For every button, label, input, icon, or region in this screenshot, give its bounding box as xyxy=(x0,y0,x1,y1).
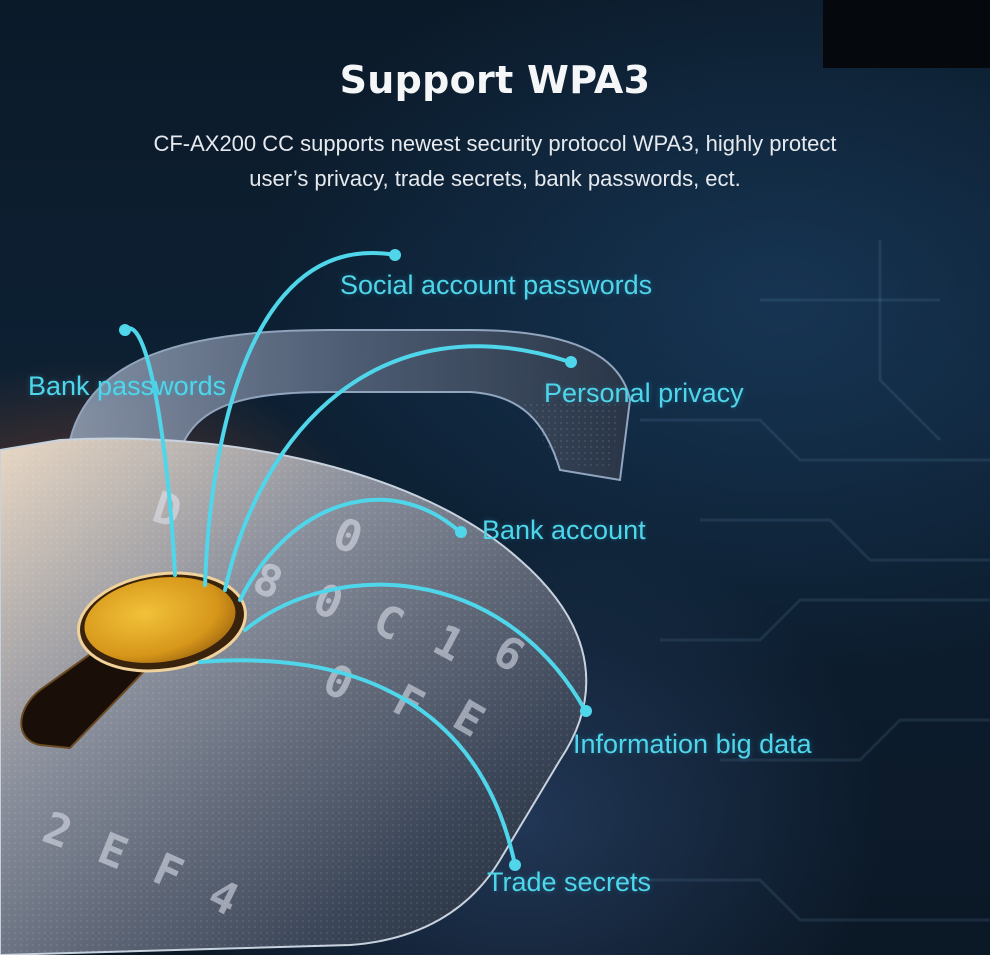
connector-lines xyxy=(123,251,587,867)
label-social-account-passwords: Social account passwords xyxy=(340,270,653,300)
label-personal-privacy: Personal privacy xyxy=(544,378,744,408)
subtitle-line-2: user’s privacy, trade secrets, bank pass… xyxy=(249,166,741,191)
padlock-shackle xyxy=(68,329,632,482)
page-title: Support WPA3 xyxy=(339,58,651,102)
label-bank-passwords: Bank passwords xyxy=(28,371,227,401)
label-information-big-data: Information big data xyxy=(573,729,812,759)
label-trade-secrets: Trade secrets xyxy=(487,867,652,897)
page-subtitle: CF-AX200 CC supports newest security pro… xyxy=(120,126,870,196)
corner-shade xyxy=(823,0,990,68)
label-bank-account: Bank account xyxy=(482,515,646,545)
circuit-traces xyxy=(620,240,990,922)
keyhole xyxy=(20,571,247,750)
subtitle-line-1: CF-AX200 CC supports newest security pro… xyxy=(153,131,837,156)
connector-dots xyxy=(119,249,592,871)
